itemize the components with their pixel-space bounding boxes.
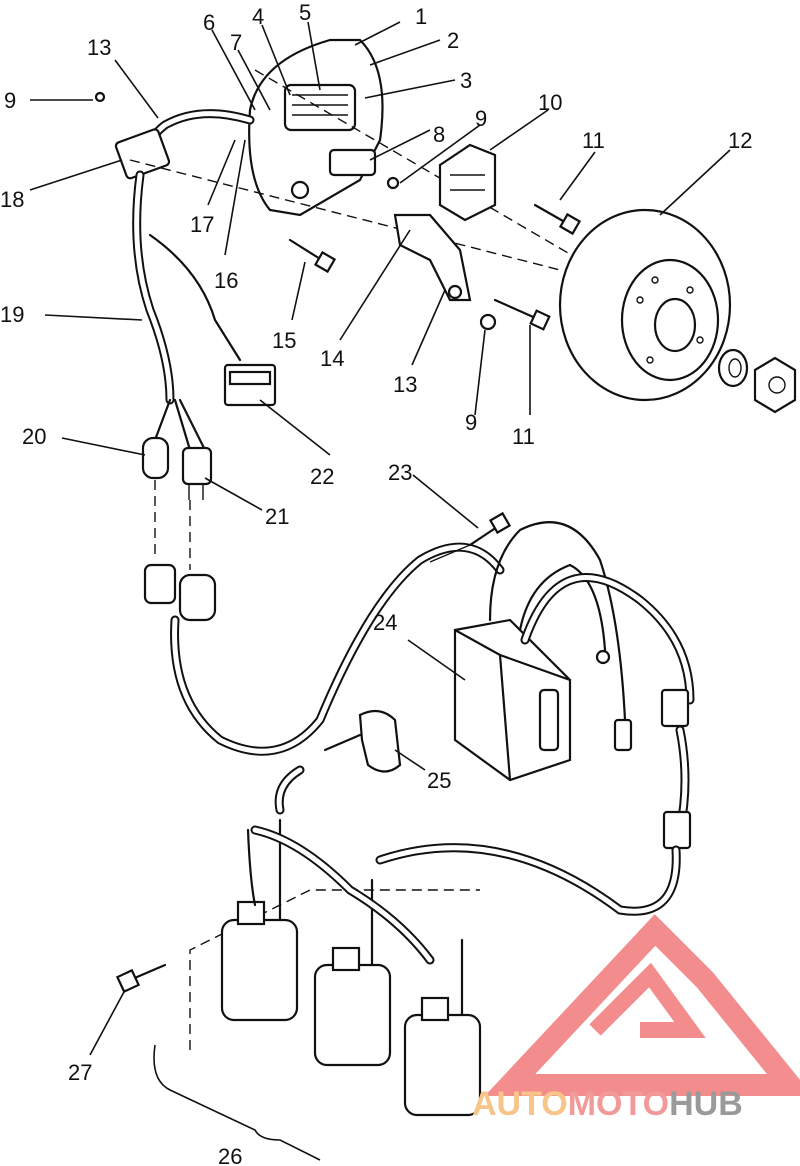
ignition-coil-2 — [313, 878, 392, 1067]
watermark-part-hub: HUB — [669, 1085, 743, 1123]
cdi-box-24 — [453, 618, 572, 782]
callout-13-low: 13 — [393, 372, 417, 397]
screw-9-mid — [386, 176, 400, 190]
ignition-coil-3 — [403, 938, 482, 1117]
screw-15 — [288, 238, 337, 274]
connector-21 — [181, 446, 213, 500]
wire-harness-19 — [132, 170, 242, 405]
callout-17: 17 — [190, 212, 214, 237]
callout-13-top: 13 — [87, 35, 111, 60]
connector-22 — [223, 363, 277, 407]
callout-25: 25 — [427, 768, 451, 793]
screw-11-lower — [493, 298, 551, 331]
callout-12: 12 — [728, 128, 752, 153]
stator-plate — [248, 38, 384, 217]
cdi-wires — [375, 521, 695, 916]
coil-wires — [246, 825, 435, 965]
callout-8: 8 — [433, 122, 445, 147]
coil-26-brace — [153, 1044, 321, 1161]
callout-2: 2 — [447, 28, 459, 53]
callout-9-low: 9 — [465, 410, 477, 435]
callout-21: 21 — [265, 504, 289, 529]
washer — [717, 348, 749, 388]
watermark-logo — [484, 914, 800, 1096]
callout-18: 18 — [0, 187, 24, 212]
callout-11-lower: 11 — [512, 424, 535, 449]
callout-11-upper: 11 — [582, 128, 605, 153]
callout-20: 20 — [22, 424, 46, 449]
wire-harness-top — [94, 91, 255, 180]
logo-triangle-inner — [589, 962, 706, 1038]
watermark-part-moto: MOTO — [568, 1085, 669, 1123]
watermark-part-auto: AUTO — [472, 1085, 568, 1123]
ignition-coil-1 — [220, 818, 299, 1022]
mating-connectors — [143, 542, 505, 756]
nut — [753, 356, 797, 414]
callout-16: 16 — [214, 268, 238, 293]
spark-plug-cap-25 — [274, 709, 402, 815]
callout-26: 26 — [218, 1144, 242, 1166]
callout-22: 22 — [310, 464, 334, 489]
callout-4: 4 — [252, 4, 264, 29]
callout-3: 3 — [460, 68, 472, 93]
callout-14: 14 — [320, 346, 344, 371]
callout-9-top: 9 — [4, 88, 16, 113]
callout-23: 23 — [388, 460, 412, 485]
screw-9-lower — [479, 313, 497, 331]
callout-1: 1 — [415, 4, 427, 29]
logo-triangle-outer — [484, 914, 800, 1096]
screw-11-upper — [533, 203, 582, 236]
callout-27: 27 — [68, 1060, 92, 1085]
connector-20 — [141, 398, 207, 480]
watermark-text: AUTOMOTOHUB — [472, 1085, 743, 1123]
callout-15: 15 — [272, 328, 296, 353]
screw-23 — [429, 511, 512, 563]
callout-labels: 1 2 3 4 5 6 7 8 9 9 9 10 11 11 12 13 13 … — [0, 0, 752, 1166]
callout-6: 6 — [203, 10, 215, 35]
screw-27 — [115, 963, 167, 994]
callout-19: 19 — [0, 302, 24, 327]
callout-5: 5 — [299, 0, 311, 25]
leader-lines — [29, 21, 731, 1056]
flywheel-12 — [558, 208, 732, 402]
callout-24: 24 — [373, 610, 397, 635]
callout-9-mid: 9 — [475, 106, 487, 131]
bracket-14 — [393, 213, 472, 302]
callout-10: 10 — [538, 90, 562, 115]
pulser-coil-10 — [438, 143, 497, 222]
callout-7: 7 — [230, 30, 242, 55]
